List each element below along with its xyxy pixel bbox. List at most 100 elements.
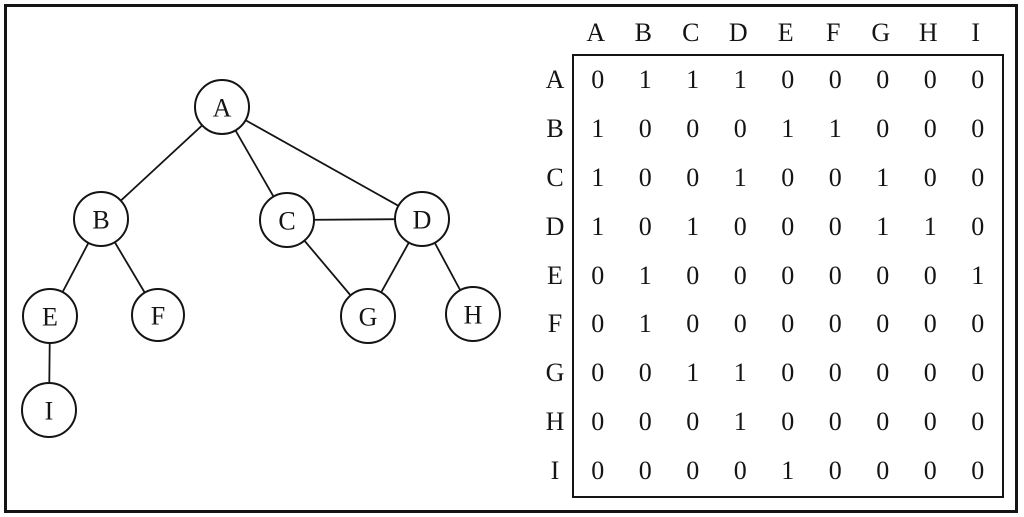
matrix-cell-A-D: 1 — [733, 65, 747, 94]
matrix-cell-I-C: 0 — [686, 456, 700, 486]
matrix-cell-G-H: 0 — [923, 358, 937, 388]
matrix-cell-G-E: 0 — [781, 358, 795, 388]
matrix-cell-G-C: 1 — [686, 358, 700, 388]
graph-node-circle-E — [22, 288, 78, 344]
matrix-cell-I-D: 0 — [733, 456, 747, 486]
graph-node-B: B — [73, 191, 129, 247]
graph-node-F: F — [131, 288, 185, 342]
matrix-cell-B-E: 1 — [781, 113, 795, 143]
matrix-cell-C-G: 1 — [876, 162, 890, 192]
matrix-cell-G-G: 0 — [876, 358, 890, 388]
matrix-cell-A-H: 0 — [923, 65, 937, 94]
matrix-cell-E-C: 0 — [686, 260, 700, 290]
matrix-cell-F-D: 0 — [733, 309, 747, 339]
matrix-cell-B-F: 1 — [828, 113, 842, 143]
matrix-cell-G-I: 0 — [971, 358, 985, 388]
matrix-col-header-D: D — [728, 18, 748, 47]
matrix-cell-H-H: 0 — [923, 407, 937, 437]
matrix-cell-F-C: 0 — [686, 309, 700, 339]
matrix-cell-A-E: 0 — [781, 65, 795, 94]
matrix-cell-D-I: 0 — [971, 211, 985, 241]
matrix-cell-H-I: 0 — [971, 407, 985, 437]
matrix-cell-F-E: 0 — [781, 309, 795, 339]
matrix-cell-B-I: 0 — [971, 113, 985, 143]
matrix-cell-H-A: 0 — [591, 407, 605, 437]
matrix-cell-C-B: 0 — [638, 162, 652, 192]
graph-node-label-I: I — [45, 397, 54, 426]
matrix-cell-I-B: 0 — [638, 456, 652, 486]
matrix-cell-I-H: 0 — [923, 456, 937, 486]
matrix-cell-D-A: 1 — [591, 211, 605, 241]
matrix-cell-H-B: 0 — [638, 407, 652, 437]
matrix-cell-H-F: 0 — [828, 407, 842, 437]
matrix-cell-F-F: 0 — [828, 309, 842, 339]
matrix-cell-I-I: 0 — [971, 456, 985, 486]
matrix-row-header-G: G — [545, 358, 565, 388]
matrix-cell-C-H: 0 — [923, 162, 937, 192]
matrix-cell-G-F: 0 — [828, 358, 842, 388]
matrix-col-header-F: F — [826, 18, 841, 47]
matrix-cell-D-E: 0 — [781, 211, 795, 241]
graph-node-E: E — [22, 288, 78, 344]
matrix-row-header-F: F — [547, 309, 563, 339]
matrix-cell-E-E: 0 — [781, 260, 795, 290]
graph-node-C: C — [259, 192, 315, 248]
matrix-cell-E-D: 0 — [733, 260, 747, 290]
matrix-cell-E-F: 0 — [828, 260, 842, 290]
graph-node-G: G — [340, 288, 396, 344]
matrix-cell-I-E: 1 — [781, 456, 795, 486]
matrix-row-header-B: B — [546, 113, 564, 143]
matrix-cell-D-C: 1 — [686, 211, 700, 241]
graph-node-label-D: D — [413, 206, 432, 235]
matrix-row-header-I: I — [550, 456, 560, 486]
matrix-cell-B-G: 0 — [876, 113, 890, 143]
graph-node-A: A — [194, 79, 250, 135]
graph-node-circle-D — [394, 191, 450, 247]
matrix-row-header-D: D — [545, 211, 565, 241]
matrix-cell-C-E: 0 — [781, 162, 795, 192]
matrix-cell-F-H: 0 — [923, 309, 937, 339]
graph-node-circle-H — [445, 286, 501, 342]
matrix-cell-D-B: 0 — [638, 211, 652, 241]
matrix-row-header-A: A — [545, 65, 565, 94]
matrix-cell-G-A: 0 — [591, 358, 605, 388]
matrix-cell-E-A: 0 — [591, 260, 605, 290]
matrix-cell-A-G: 0 — [876, 65, 890, 94]
matrix-cell-F-B: 1 — [638, 309, 652, 339]
matrix-cell-E-B: 1 — [638, 260, 652, 290]
matrix-cell-E-I: 1 — [971, 260, 985, 290]
matrix-cell-B-D: 0 — [733, 113, 747, 143]
graph-node-D: D — [394, 191, 450, 247]
matrix-cell-E-H: 0 — [923, 260, 937, 290]
matrix-cell-C-C: 0 — [686, 162, 700, 192]
graph-edge-A-D — [221, 106, 423, 220]
matrix-cell-C-A: 1 — [591, 162, 605, 192]
matrix-row-header-E: E — [547, 260, 563, 290]
matrix-cell-A-C: 1 — [686, 65, 700, 94]
matrix-cell-F-A: 0 — [591, 309, 605, 339]
matrix-cell-G-B: 0 — [638, 358, 652, 388]
matrix-cell-B-H: 0 — [923, 113, 937, 143]
matrix-cell-A-B: 1 — [638, 65, 652, 94]
matrix-cell-B-A: 1 — [591, 113, 605, 143]
graph-node-I: I — [21, 382, 77, 438]
matrix-row-header-H: H — [545, 407, 565, 437]
matrix-col-header-G: G — [871, 18, 891, 47]
matrix-cell-H-C: 0 — [686, 407, 700, 437]
matrix-col-header-I: I — [971, 18, 981, 47]
graph-node-circle-C — [259, 192, 315, 248]
matrix-row-header-C: C — [546, 162, 564, 192]
matrix-cell-A-I: 0 — [971, 65, 985, 94]
matrix-cell-C-D: 1 — [733, 162, 747, 192]
matrix-cell-F-G: 0 — [876, 309, 890, 339]
graph-node-label-C: C — [278, 207, 295, 236]
graph-node-label-F: F — [151, 302, 165, 331]
matrix-cell-D-F: 0 — [828, 211, 842, 241]
matrix-cell-G-D: 1 — [733, 358, 747, 388]
matrix-cell-B-B: 0 — [638, 113, 652, 143]
